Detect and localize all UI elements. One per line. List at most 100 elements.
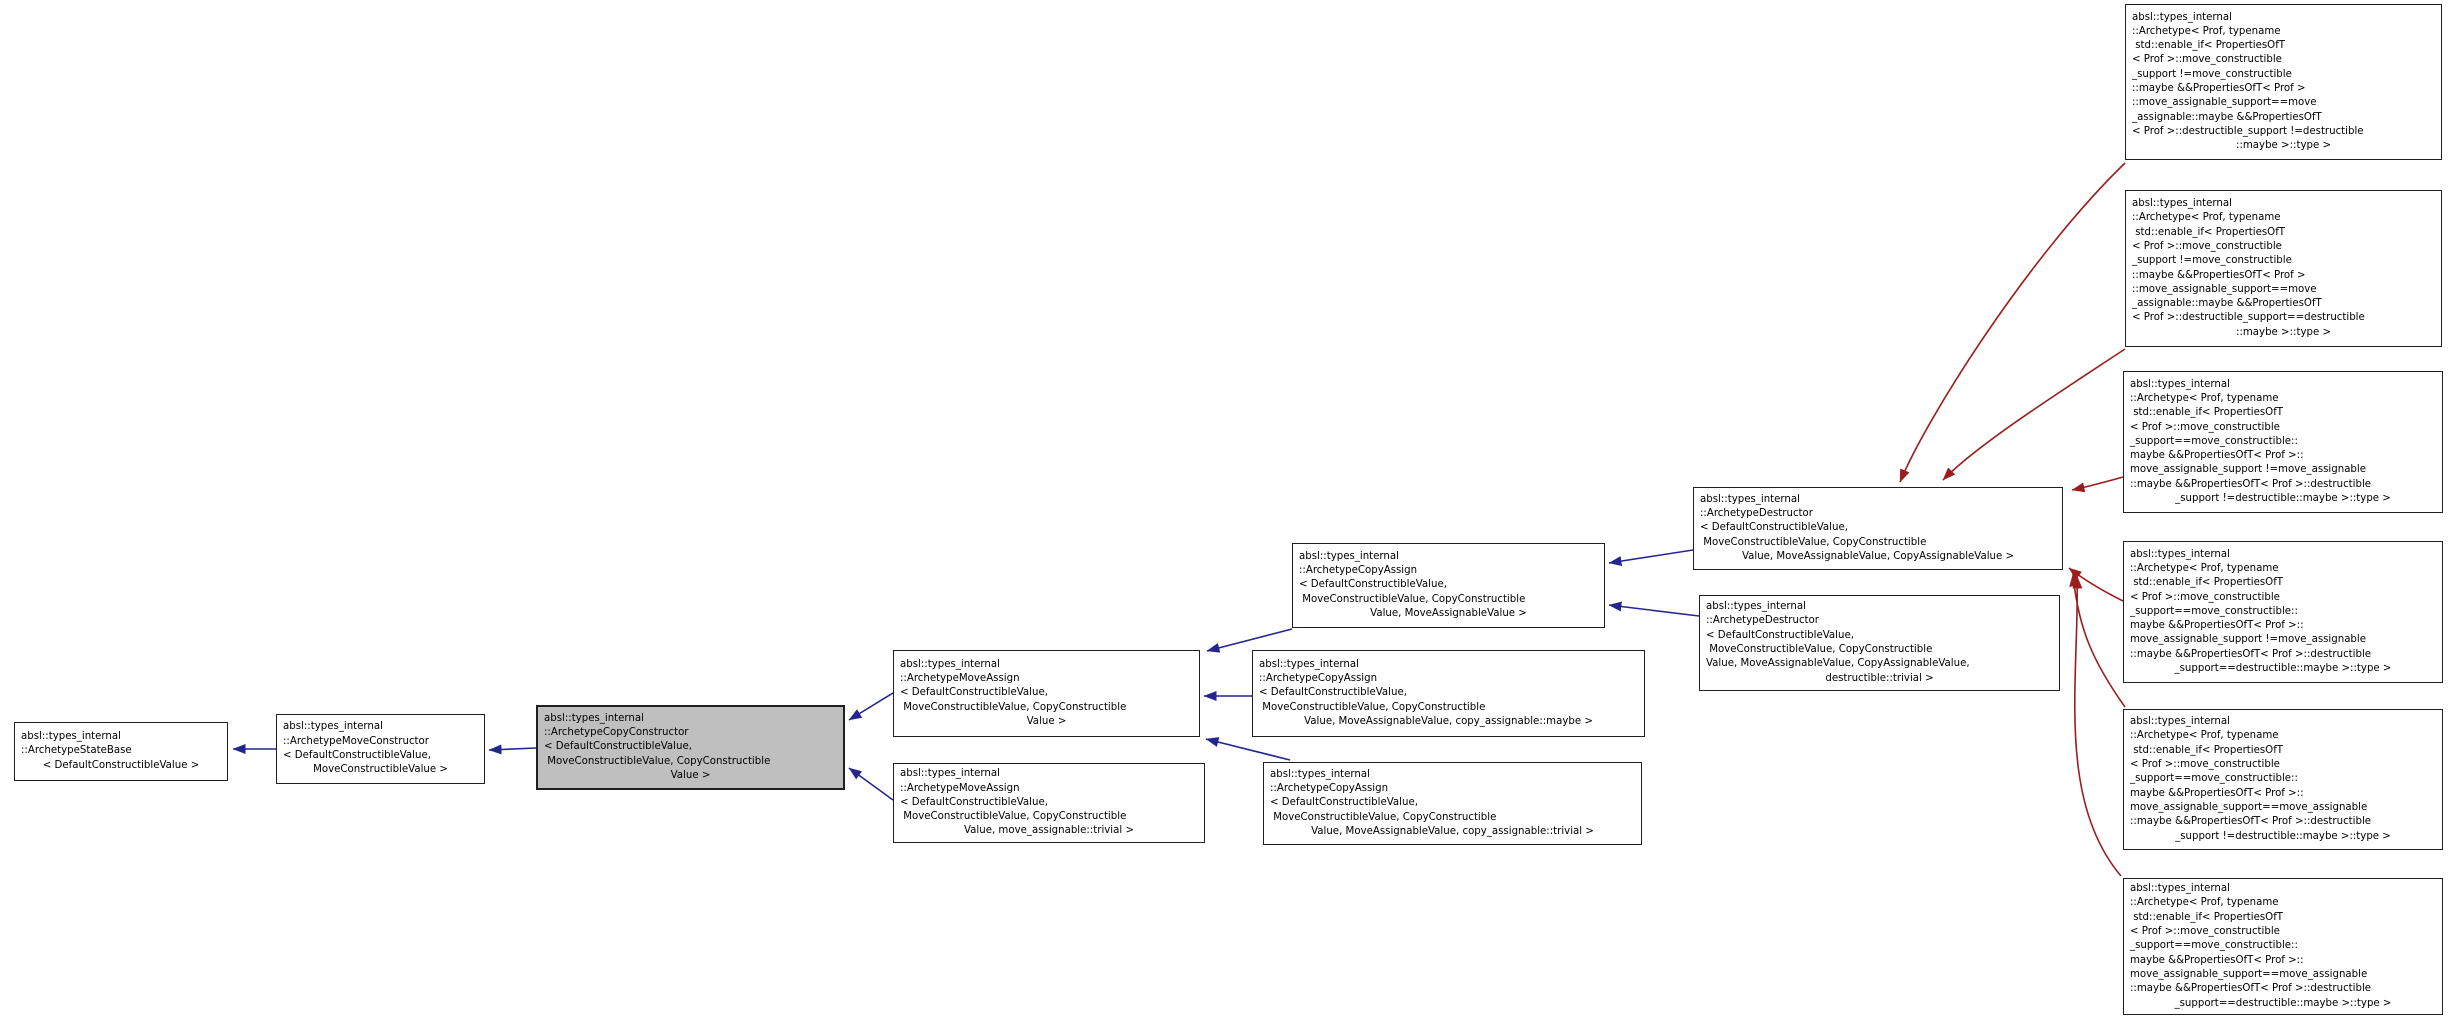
node-label-line: destructible::trivial > xyxy=(1825,672,1934,684)
edge-destructor-to-copy-assign xyxy=(1608,549,1694,567)
node-copy-constructor-current[interactable]: absl::types_internal::ArchetypeCopyConst… xyxy=(536,705,845,790)
node-label-line: ::maybe >::type > xyxy=(2236,140,2331,152)
node-label-line: absl::types_internal xyxy=(900,768,1000,780)
node-label-line: MoveConstructibleValue > xyxy=(313,764,448,776)
node-label-line: _support !=move_constructible xyxy=(2132,255,2292,267)
node-label-line: absl::types_internal xyxy=(21,731,121,743)
node-archetype-3[interactable]: absl::types_internal::Archetype< Prof, t… xyxy=(2123,371,2443,513)
node-label-line: absl::types_internal xyxy=(2130,548,2230,560)
node-label-line: _support==move_constructible:: xyxy=(2130,940,2298,952)
node-label-line: maybe &&PropertiesOfT< Prof >:: xyxy=(2130,787,2304,799)
node-label-line: < DefaultConstructibleValue, xyxy=(1706,629,1854,641)
node-label-line: MoveConstructibleValue, CopyConstructibl… xyxy=(1259,701,1486,713)
node-label-line: std::enable_if< PropertiesOfT xyxy=(2132,40,2286,52)
node-label-line: < DefaultConstructibleValue, xyxy=(283,750,431,761)
node-label-line: < DefaultConstructibleValue, xyxy=(1299,579,1447,591)
node-label-line: ::Archetype< Prof, typename xyxy=(2130,392,2279,404)
node-move-assign[interactable]: absl::types_internal::ArchetypeMoveAssig… xyxy=(893,650,1200,737)
node-label-line: < DefaultConstructibleValue, xyxy=(900,796,1048,808)
node-label-line: _support !=destructible::maybe >::type > xyxy=(2175,493,2391,505)
node-archetype-5[interactable]: absl::types_internal::Archetype< Prof, t… xyxy=(2123,709,2443,850)
node-label-line: < DefaultConstructibleValue, xyxy=(1259,687,1407,699)
node-label-line: ::ArchetypeCopyAssign xyxy=(1270,783,1389,795)
edge-move-assign-to-copy-constructor xyxy=(848,692,894,721)
node-label-line: maybe &&PropertiesOfT< Prof >:: xyxy=(2130,954,2304,966)
node-label-line: _support==destructible::maybe >::type > xyxy=(2174,997,2392,1009)
node-label-line: absl::types_internal xyxy=(544,712,644,724)
node-label-line: std::enable_if< PropertiesOfT xyxy=(2130,744,2284,756)
node-state-base[interactable]: absl::types_internal::ArchetypeStateBase… xyxy=(14,722,228,781)
node-copy-assign-trivial[interactable]: absl::types_internal::ArchetypeCopyAssig… xyxy=(1263,762,1642,845)
edge-archetype-6-to-destructor xyxy=(2072,575,2122,877)
node-label-line: MoveConstructibleValue, CopyConstructibl… xyxy=(544,755,771,767)
node-label-line: absl::types_internal xyxy=(2132,11,2232,23)
node-label-line: ::maybe &&PropertiesOfT< Prof > xyxy=(2132,269,2306,281)
node-label-line: std::enable_if< PropertiesOfT xyxy=(2130,407,2284,419)
edge-copy-constructor-to-move-constructor xyxy=(488,744,537,755)
node-label-line: absl::types_internal xyxy=(2130,716,2230,728)
node-label-line: Value, MoveAssignableValue, copy_assigna… xyxy=(1311,825,1594,837)
node-label-line: ::ArchetypeMoveConstructor xyxy=(283,735,429,747)
node-label-line: absl::types_internal xyxy=(2130,883,2230,895)
node-move-constructor[interactable]: absl::types_internal::ArchetypeMoveConst… xyxy=(276,714,485,784)
node-label-line: absl::types_internal xyxy=(1259,658,1359,670)
node-label-line: < Prof >::move_constructible xyxy=(2132,240,2282,252)
node-label-line: ::ArchetypeCopyConstructor xyxy=(544,727,689,739)
node-label-line: move_assignable_support !=move_assignabl… xyxy=(2130,464,2366,476)
node-label-line: MoveConstructibleValue, CopyConstructibl… xyxy=(1700,536,1927,548)
node-label-line: < Prof >::move_constructible xyxy=(2132,54,2282,66)
node-label-line: _support !=move_constructible xyxy=(2132,68,2292,80)
node-label-line: Value, move_assignable::trivial > xyxy=(963,825,1134,837)
node-label-line: absl::types_internal xyxy=(283,721,383,733)
node-label-line: Value, MoveAssignableValue, copy_assigna… xyxy=(1304,715,1593,727)
node-label-line: ::Archetype< Prof, typename xyxy=(2130,562,2279,574)
node-label-line: ::maybe &&PropertiesOfT< Prof >::destruc… xyxy=(2130,983,2372,995)
edge-copy-assign-trivial-to-move-assign xyxy=(1205,737,1291,761)
node-label-line: _support==move_constructible:: xyxy=(2130,435,2298,447)
node-label-line: absl::types_internal xyxy=(1706,601,1806,613)
node-label-line: < DefaultConstructibleValue > xyxy=(42,759,200,771)
node-label-line: < Prof >::move_constructible xyxy=(2130,759,2280,771)
node-label-line: std::enable_if< PropertiesOfT xyxy=(2130,577,2284,589)
node-label-line: absl::types_internal xyxy=(2132,198,2232,210)
edge-copy-assign-to-move-assign xyxy=(1206,628,1293,653)
node-label-line: _support==destructible::maybe >::type > xyxy=(2174,663,2392,675)
node-label-line: _assignable::maybe &&PropertiesOfT xyxy=(2132,111,2322,123)
node-copy-assign-maybe[interactable]: absl::types_internal::ArchetypeCopyAssig… xyxy=(1252,650,1645,737)
node-label-line: < Prof >::move_constructible xyxy=(2130,421,2280,433)
node-archetype-4[interactable]: absl::types_internal::Archetype< Prof, t… xyxy=(2123,541,2443,683)
node-label-line: MoveConstructibleValue, CopyConstructibl… xyxy=(1299,593,1526,605)
node-destructor[interactable]: absl::types_internal::ArchetypeDestructo… xyxy=(1693,487,2063,570)
node-label-line: MoveConstructibleValue, CopyConstructibl… xyxy=(1706,644,1933,655)
node-copy-assign[interactable]: absl::types_internal::ArchetypeCopyAssig… xyxy=(1292,543,1605,628)
node-label-line: std::enable_if< PropertiesOfT xyxy=(2132,226,2286,238)
node-label-line: _support==move_constructible:: xyxy=(2130,605,2298,617)
node-label-line: _support !=destructible::maybe >::type > xyxy=(2175,830,2391,842)
node-label-line: _assignable::maybe &&PropertiesOfT xyxy=(2132,298,2322,310)
node-archetype-6[interactable]: absl::types_internal::Archetype< Prof, t… xyxy=(2123,878,2443,1015)
node-label-line: ::maybe >::type > xyxy=(2236,326,2331,338)
node-label-line: absl::types_internal xyxy=(2130,378,2230,390)
node-label-line: ::maybe &&PropertiesOfT< Prof > xyxy=(2132,83,2306,94)
node-label-line: ::maybe &&PropertiesOfT< Prof >::destruc… xyxy=(2130,648,2372,660)
node-label-line: < DefaultConstructibleValue, xyxy=(1270,797,1418,809)
node-label-line: ::Archetype< Prof, typename xyxy=(2132,212,2281,224)
node-label-line: MoveConstructibleValue, CopyConstructibl… xyxy=(1270,811,1497,823)
node-move-assign-trivial[interactable]: absl::types_internal::ArchetypeMoveAssig… xyxy=(893,763,1205,843)
node-label-line: ::ArchetypeDestructor xyxy=(1706,615,1819,627)
edge-archetype-3-to-destructor xyxy=(2071,476,2124,493)
node-label-line: < DefaultConstructibleValue, xyxy=(1700,522,1848,534)
node-label-line: ::ArchetypeCopyAssign xyxy=(1259,673,1378,685)
node-label-line: ::move_assignable_support==move xyxy=(2132,283,2317,295)
node-label-line: ::ArchetypeDestructor xyxy=(1700,508,1813,520)
node-archetype-1[interactable]: absl::types_internal::Archetype< Prof, t… xyxy=(2125,4,2442,160)
node-destructor-trivial[interactable]: absl::types_internal::ArchetypeDestructo… xyxy=(1699,595,2060,691)
node-archetype-2[interactable]: absl::types_internal::Archetype< Prof, t… xyxy=(2125,190,2442,347)
node-label-line: < DefaultConstructibleValue, xyxy=(544,741,692,753)
node-label-line: MoveConstructibleValue, CopyConstructibl… xyxy=(900,701,1127,713)
node-label-line: < Prof >::move_constructible xyxy=(2130,591,2280,603)
node-label-line: ::Archetype< Prof, typename xyxy=(2130,897,2279,909)
node-label-line: ::Archetype< Prof, typename xyxy=(2130,730,2279,742)
